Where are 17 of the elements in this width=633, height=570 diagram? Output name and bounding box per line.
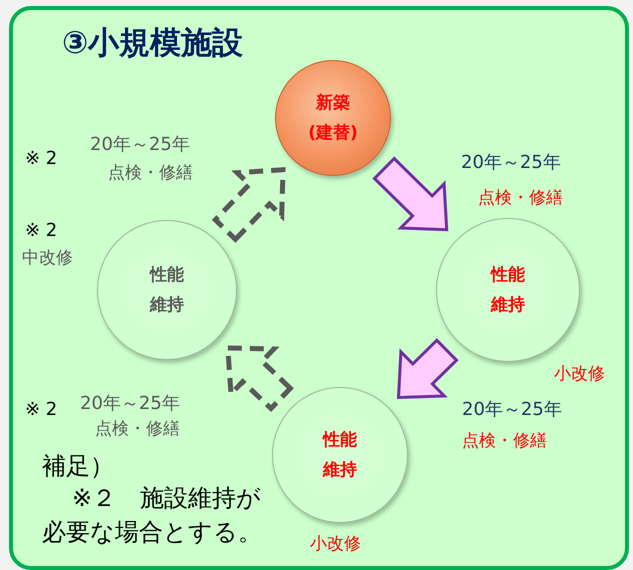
note-heading: 補足） xyxy=(42,451,114,482)
label-text: 中改修 xyxy=(22,247,73,269)
block-arrow xyxy=(396,338,459,400)
title: ③小規模施設 xyxy=(62,24,244,63)
label-text: 点検・修繕 xyxy=(478,186,563,209)
dashed-block-arrow xyxy=(225,345,294,412)
note-text: 小改修 xyxy=(310,533,361,555)
dashed-block-arrow xyxy=(212,167,286,243)
note-mark: ※ 2 xyxy=(25,220,58,241)
block-arrow xyxy=(372,156,448,232)
note-mark: ※ 2 xyxy=(25,399,58,420)
note-text: 小改修 xyxy=(554,363,605,385)
note-mark: ※ 2 xyxy=(25,148,58,169)
label-text: 点検・修繕 xyxy=(95,417,180,440)
label-text: 点検・修繕 xyxy=(108,161,193,184)
note-text: ※２ 施設維持が必要な場合とする。 xyxy=(42,483,263,548)
label-text: 点検・修繕 xyxy=(462,429,547,452)
